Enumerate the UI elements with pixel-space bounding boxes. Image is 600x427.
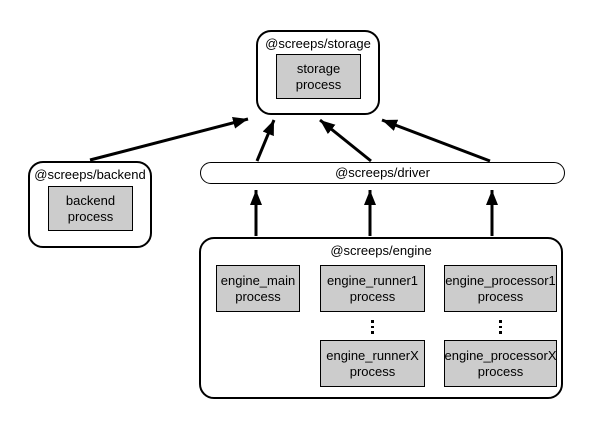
arrow-driver-mid-to-storage (319, 118, 372, 163)
node-engine: @screeps/engine engine_main process engi… (199, 237, 563, 399)
node-backend-label: @screeps/backend (34, 167, 146, 182)
node-backend: @screeps/backend backend process (28, 161, 152, 248)
node-storage-label: @screeps/storage (265, 36, 371, 51)
node-driver: @screeps/driver (200, 162, 565, 184)
engine-processorX-process-box: engine_processorX process (444, 340, 557, 387)
node-storage: @screeps/storage storage process (256, 30, 380, 115)
arrow-driver-right-to-storage (381, 118, 491, 163)
engine-processor1-process-box: engine_processor1 process (444, 265, 557, 312)
arrow-driver-left-to-storage (255, 119, 276, 162)
storage-process-box: storage process (276, 54, 361, 99)
runner-vertical-ellipsis-icon (320, 316, 425, 338)
engine-runnerX-process-box: engine_runnerX process (320, 340, 425, 387)
processor-vertical-ellipsis-icon (444, 316, 557, 338)
engine-runner1-process-box: engine_runner1 process (320, 265, 425, 312)
node-engine-label: @screeps/engine (330, 243, 432, 258)
arrow-backend-to-storage (89, 116, 249, 162)
node-driver-label: @screeps/driver (335, 165, 430, 180)
backend-process-box: backend process (48, 186, 133, 231)
engine-main-process-box: engine_main process (216, 265, 300, 312)
